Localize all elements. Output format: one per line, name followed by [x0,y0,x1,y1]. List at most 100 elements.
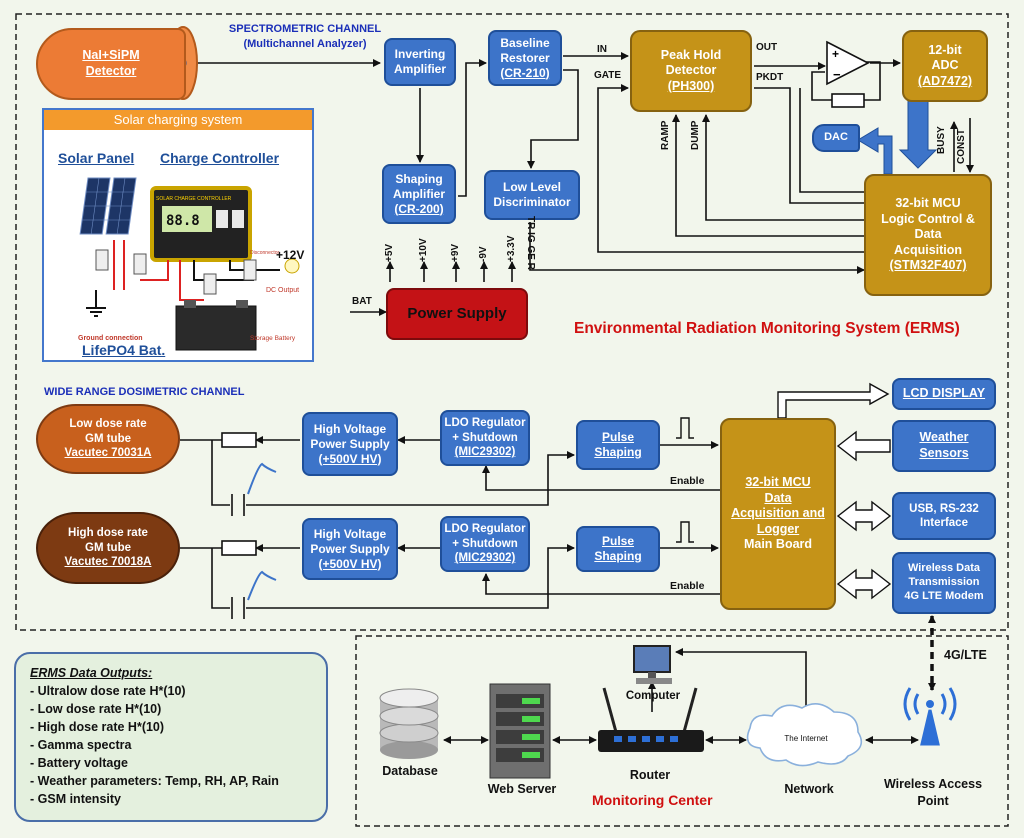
pulse-shaping-high: Pulse Shaping [576,526,660,572]
svg-text:DC Output: DC Output [266,287,299,294]
erms-data-outputs: ERMS Data Outputs: - Ultralow dose rate … [14,652,328,822]
wire-dac-ctrl [799,88,866,193]
outputs-item: - Weather parameters: Temp, RH, AP, Rain [30,774,279,788]
outputs-title: ERMS Data Outputs: [30,666,153,680]
internet-cloud [746,703,863,767]
computer-icon [633,645,672,684]
monitoring-section-border [355,635,1009,827]
outputs-item: - Battery voltage [30,756,128,770]
nai-sipm-detector: NaI+SiPM Detector [36,28,186,100]
router-label: Router [629,768,671,782]
outputs-item: - GSM intensity [30,792,121,806]
outputs-item: - Gamma spectra [30,738,132,752]
svg-text:SOLAR CHARGE CONTROLLER: SOLAR CHARGE CONTROLLER [156,196,232,202]
erms-title: Environmental Radiation Monitoring Syste… [574,320,960,337]
mcu-logic-control: 32-bit MCU Logic Control & Data Acquisit… [864,174,992,296]
square-pulse-low [676,417,694,439]
bat-label: BAT [352,296,372,307]
svg-text:88.8: 88.8 [166,213,200,229]
peak-hold-detector: Peak Hold Detector (PH300) [630,30,752,112]
battery-label: LifePO4 Bat. [82,342,166,358]
baseline-restorer: Baseline Restorer (CR-210) [488,30,562,86]
monitoring-center-title: Monitoring Center [592,792,713,808]
rail-10v: +10V [418,238,429,262]
pulse-shaping-low: Pulse Shaping [576,420,660,470]
solar-voltage: +12V [276,248,305,262]
ldo-regulator-low: LDO Regulator + Shutdown (MIC29302) [440,410,530,466]
hv-supply-high: High Voltage Power Supply (+500V HV) [302,518,398,580]
database-icon [379,688,439,759]
battery-icon [175,305,257,351]
svg-text:+: + [832,47,839,61]
enable-high: Enable [670,580,705,592]
wire-lld-mcu [529,222,865,274]
gm-pulse-high [247,570,277,601]
ldo-regulator-high: LDO Regulator + Shutdown (MIC29302) [440,516,530,572]
spectrometric-title: SPECTROMETRIC CHANNEL (Multichannel Anal… [228,23,382,50]
outputs-item: - High dose rate H*(10) [30,720,165,734]
wire-baseline-lld [527,69,579,169]
gm-tube-low: Low dose rate GM tube Vacutec 70031A [36,404,180,474]
outputs-item: - Low dose rate H*(10) [30,702,162,716]
usb-rs232-interface: USB, RS-232 Interface [892,492,996,540]
adc-bus-arrow [898,97,938,169]
signal-const: CONST [956,129,967,164]
lcd-arrow [777,382,890,419]
wireless-access-point-label: Wireless Access Point [883,777,983,808]
rail-5v: +5V [384,243,395,262]
dac-bus-arrow [857,127,893,175]
signal-pkdt: PKDT [756,72,784,83]
network-label: Network [784,782,834,796]
wireless-arrow [836,568,892,600]
router-icon [598,687,704,752]
solar-charging-panel: Solar charging system Solar Panel Charge… [42,108,314,362]
usb-arrow [836,500,892,532]
wire-dump [702,114,866,221]
low-level-discriminator: Low Level Discriminator [484,170,580,220]
comparator-symbol [826,40,870,86]
weather-sensors: Weather Sensors [892,420,996,472]
internet-label: The Internet [784,734,828,743]
signal-ramp: RAMP [660,120,671,150]
svg-text:Storage Battery: Storage Battery [250,335,296,342]
feedback-resistor [831,93,865,108]
lte-label: 4G/LTE [944,648,987,662]
lcd-display: LCD DISPLAY [892,378,996,410]
wireless-lte-modem: Wireless Data Transmission 4G LTE Modem [892,552,996,614]
svg-text:Ground connection: Ground connection [78,335,143,342]
gm-high-resistor [221,540,257,556]
solar-panel-icon [79,177,137,235]
weather-arrow [836,430,891,462]
erms-section-border [15,13,1009,631]
web-server-icon [489,683,551,779]
square-pulse-high [676,521,694,543]
signal-trigger: TR IG GE R [525,216,536,270]
svg-text:Disconnector: Disconnector [250,250,280,256]
enable-low: Enable [670,475,705,487]
dosimetric-title: WIDE RANGE DOSIMETRIC CHANNEL [44,386,245,398]
computer-label: Computer [625,690,681,702]
wire-feedback [864,61,881,101]
wire-feedback-2 [811,71,832,101]
dac: DAC [812,124,860,152]
signal-gate: GATE [594,70,622,81]
wire-ramp [672,114,866,237]
gm-tube-high: High dose rate GM tube Vacutec 70018A [36,512,180,584]
outputs-item: - Ultralow dose rate H*(10) [30,684,186,698]
signal-busy: BUSY [936,126,947,154]
shaping-amplifier: Shaping Amplifier (CR-200) [382,164,456,224]
gm-low-resistor [221,432,257,448]
wire-shaping-baseline [458,59,487,197]
web-server-label: Web Server [487,782,557,796]
rail-9v: +9V [450,243,461,262]
rail-3v3: +3.3V [506,235,517,262]
adc-12bit: 12-bit ADC (AD7472) [902,30,988,102]
signal-dump: DUMP [690,120,701,150]
solar-panel-label: Solar Panel [58,150,135,166]
wire-pkdt-mcu [754,87,866,204]
svg-text:−: − [833,67,841,82]
inverting-amplifier: Inverting Amplifier [384,38,456,86]
solar-illustration: SOLAR CHARGE CONTROLLER 88.8 Ground conn… [78,177,300,351]
